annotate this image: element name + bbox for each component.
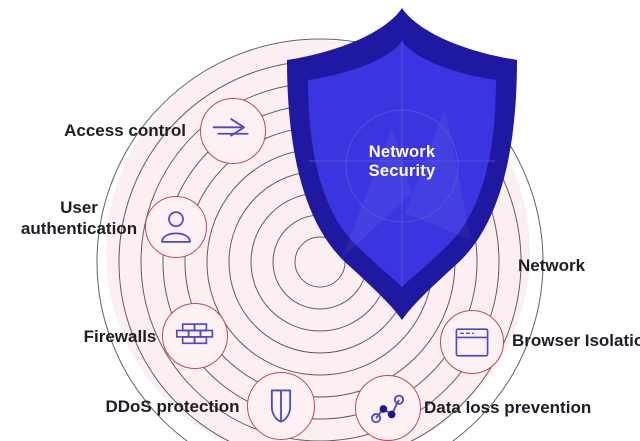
center-title-line1: Network [368,143,436,161]
ddos-protection-circle [247,372,315,440]
network-label: Network [518,256,586,275]
user-authentication-label: User authentication [20,198,138,239]
data-loss-prevention-label: Data loss prevention [424,398,592,417]
shield-icon [287,8,517,320]
brick-wall-icon [175,323,214,345]
access-control-circle [200,98,266,164]
firewalls-label: Firewalls [83,327,157,346]
center-title: Network Security [340,143,464,182]
molecule-nodes-icon [371,394,405,424]
browser-window-icon [455,328,489,357]
data-loss-prevention-circle [355,375,421,441]
browser-isolation-circle [440,310,504,374]
shield-guides [309,41,495,287]
firewalls-circle [162,303,228,369]
double-arrow-right-icon [212,118,249,137]
user-authentication-circle [145,196,207,258]
access-control-label: Access control [64,121,186,140]
ddos-protection-label: DDoS protection [105,397,240,416]
browser-isolation-label: Browser Isolation [512,331,640,350]
shield-outline-icon [270,389,292,423]
watermark-streak [405,108,471,240]
user-icon [161,211,191,243]
center-title-line2: Security [368,162,436,181]
